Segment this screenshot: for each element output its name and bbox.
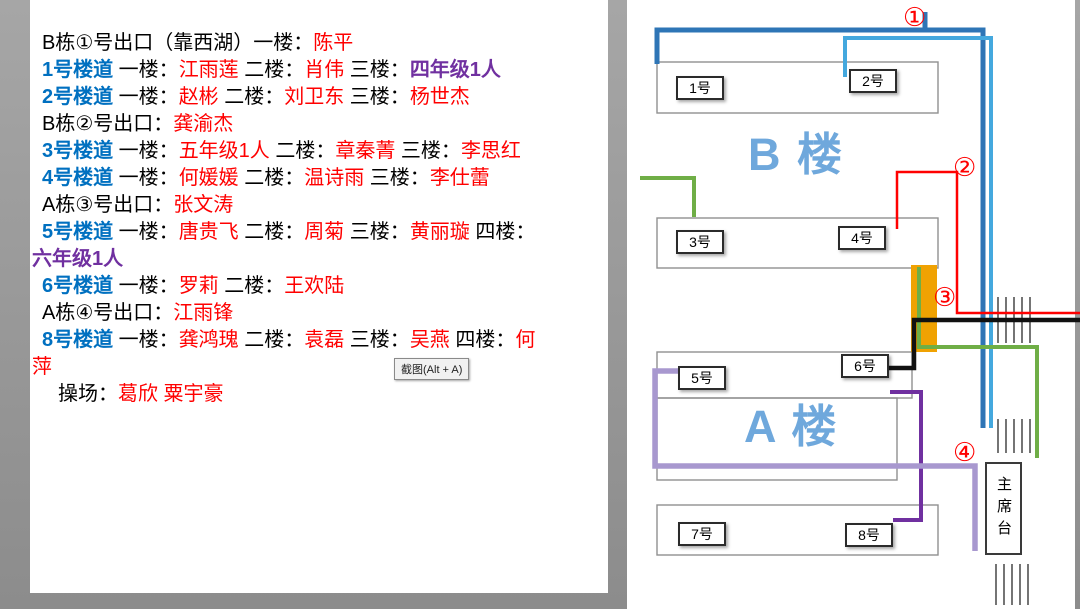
duty-segment-black: 三楼：: [344, 221, 410, 243]
room-box-1: 1号: [676, 76, 724, 100]
exit-marker-1: ①: [903, 2, 927, 32]
duty-segment-black: 二楼：: [269, 140, 336, 162]
duty-segment-black: 一楼：: [113, 329, 179, 351]
duty-segment-red: 王欢陆: [284, 275, 345, 297]
duty-line: 3号楼道 一楼：五年级1人 二楼：章秦菁 三楼：李思红: [30, 138, 608, 165]
duty-segment-red: 张文涛: [173, 194, 234, 216]
duty-line: 4号楼道 一楼：何媛媛 二楼：温诗雨 三楼：李仕蕾: [30, 165, 608, 192]
duty-segment-black: 一楼：: [113, 221, 179, 243]
duty-segment-black: 二楼：: [238, 167, 305, 189]
duty-segment-blue: 1号楼道: [42, 59, 114, 81]
duty-segment-red: 袁磊: [304, 329, 345, 351]
duty-segment-red: 吴燕: [409, 329, 450, 351]
room-box-5: 5号: [678, 366, 726, 390]
duty-line: 1号楼道 一楼：江雨莲 二楼：肖伟 三楼：四年级1人: [30, 57, 608, 84]
room-box-6: 6号: [841, 354, 889, 378]
duty-line: A栋④号出口：江雨锋: [30, 300, 608, 327]
duty-segment-red: 何媛媛: [178, 167, 239, 189]
duty-segment-black: 二楼：: [238, 59, 305, 81]
duty-segment-black: A栋④号出口：: [42, 302, 174, 324]
duty-segment-black: 三楼：: [395, 140, 461, 162]
duty-segment-red: 刘卫东: [284, 86, 345, 108]
duty-segment-red: 肖伟: [304, 59, 345, 81]
building-a-label: A 楼: [744, 401, 839, 452]
duty-segment-red: 周菊: [304, 221, 345, 243]
stage-box: 主席台: [985, 462, 1022, 555]
duty-segment-black: 四楼：: [449, 329, 516, 351]
duty-segment-black: 四楼：: [469, 221, 536, 243]
duty-segment-red: 萍: [32, 356, 52, 378]
duty-segment-red: 陈平: [313, 32, 354, 54]
duty-line: A栋③号出口：张文涛: [30, 192, 608, 219]
duty-segment-red: 葛欣 粟宇豪: [118, 383, 224, 405]
duty-segment-blue: 4号楼道: [42, 167, 114, 189]
duty-segment-red: 何: [515, 329, 536, 351]
duty-segment-red: 温诗雨: [304, 167, 365, 189]
room-box-7: 7号: [678, 522, 726, 546]
duty-segment-black: 二楼：: [218, 275, 285, 297]
duty-segment-blue: 6号楼道: [42, 275, 114, 297]
duty-segment-black: B栋①号出口（靠西湖）一楼：: [42, 32, 314, 54]
duty-segment-red: 江雨莲: [178, 59, 239, 81]
duty-segment-red: 赵彬: [178, 86, 219, 108]
duty-line: 萍: [30, 354, 608, 381]
duty-segment-purple: 四年级1人: [409, 59, 501, 81]
duty-segment-black: 一楼：: [113, 140, 179, 162]
room-box-4: 4号: [838, 226, 886, 250]
duty-segment-blue: 3号楼道: [42, 140, 114, 162]
duty-segment-black: 三楼：: [344, 86, 410, 108]
room-box-8: 8号: [845, 523, 893, 547]
duty-segment-black: 三楼：: [344, 59, 410, 81]
duty-segment-black: B栋②号出口：: [42, 113, 174, 135]
duty-line: 2号楼道 一楼：赵彬 二楼：刘卫东 三楼：杨世杰: [30, 84, 608, 111]
room-box-3: 3号: [676, 230, 724, 254]
duty-segment-black: 三楼：: [344, 329, 410, 351]
duty-segment-blue: 5号楼道: [42, 221, 114, 243]
duty-segment-black: 三楼：: [364, 167, 430, 189]
duty-segment-purple: 六年级1人: [32, 248, 124, 270]
exit-marker-4: ④: [953, 437, 977, 467]
duty-segment-red: 龚鸿瑰: [178, 329, 239, 351]
duty-segment-black: 一楼：: [113, 275, 179, 297]
duty-line: B栋②号出口：龚渝杰: [30, 111, 608, 138]
duty-line: 六年级1人: [30, 246, 608, 273]
duty-segment-black: 一楼：: [113, 167, 179, 189]
duty-segment-red: 唐贵飞: [178, 221, 239, 243]
duty-segment-red: 罗莉: [178, 275, 219, 297]
duty-segment-red: 李思红: [460, 140, 521, 162]
duty-segment-red: 龚渝杰: [173, 113, 234, 135]
duty-segment-black: 一楼：: [113, 86, 179, 108]
duty-segment-blue: 2号楼道: [42, 86, 114, 108]
duty-segment-red: 江雨锋: [173, 302, 234, 324]
duty-segment-blue: 8号楼道: [42, 329, 114, 351]
screenshot-tooltip: 截图(Alt + A): [394, 358, 470, 380]
duty-segment-black: 二楼：: [238, 221, 305, 243]
duty-segment-black: 一楼：: [113, 59, 179, 81]
duty-segment-black: 二楼：: [238, 329, 305, 351]
duty-line: 6号楼道 一楼：罗莉 二楼：王欢陆: [30, 273, 608, 300]
duty-segment-black: 二楼：: [218, 86, 285, 108]
duty-segment-black: 操场：: [58, 383, 118, 405]
duty-segment-red: 章秦菁: [335, 140, 396, 162]
duty-line: 5号楼道 一楼：唐贵飞 二楼：周菊 三楼：黄丽璇 四楼：: [30, 219, 608, 246]
room-box-2: 2号: [849, 69, 897, 93]
duty-line: 8号楼道 一楼：龚鸿瑰 二楼：袁磊 三楼：吴燕 四楼：何: [30, 327, 608, 354]
duty-segment-red: 李仕蕾: [429, 167, 490, 189]
duty-segment-red: 杨世杰: [409, 86, 470, 108]
duty-line: B栋①号出口（靠西湖）一楼：陈平: [30, 30, 608, 57]
exit-marker-3: ③: [933, 282, 957, 312]
exit-marker-2: ②: [953, 152, 977, 182]
duty-segment-red: 黄丽璇: [409, 221, 470, 243]
duty-line: 操场：葛欣 粟宇豪: [30, 381, 608, 408]
duty-segment-red: 五年级1人: [178, 140, 270, 162]
building-b-label: B 楼: [748, 129, 845, 180]
duty-segment-black: A栋③号出口：: [42, 194, 174, 216]
